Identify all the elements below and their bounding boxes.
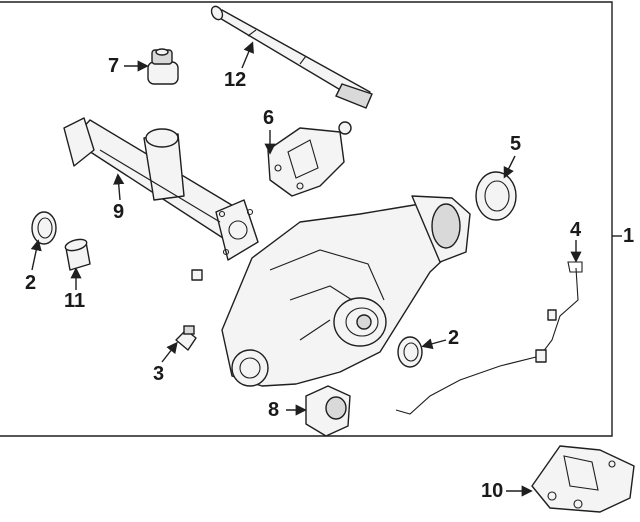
callout-3: 3	[153, 363, 165, 385]
part-11-bushing	[64, 238, 91, 271]
callout-6: 6	[263, 107, 275, 129]
part-3-sensor	[175, 325, 197, 351]
leader-5	[503, 155, 516, 179]
leader-9	[113, 173, 125, 201]
part-5-seal	[475, 171, 517, 221]
callout-10: 10	[481, 480, 504, 502]
part-12-shaft	[210, 5, 373, 109]
callout-8: 8	[268, 399, 280, 421]
callout-12: 12	[224, 69, 247, 91]
leader-2a	[30, 239, 42, 271]
part-8-mount	[305, 385, 351, 437]
callout-2-left: 2	[25, 272, 37, 294]
callout-9: 9	[113, 201, 125, 223]
leader-3	[161, 341, 178, 363]
part-10-bracket	[531, 445, 635, 513]
part-2-seal-left	[31, 211, 57, 245]
callout-7: 7	[108, 55, 120, 77]
callout-4: 4	[570, 219, 582, 241]
part-9-axle-tube	[63, 117, 259, 261]
assembly-frame	[0, 1, 613, 437]
callout-5: 5	[510, 133, 522, 155]
callout-11: 11	[64, 290, 86, 312]
part-6-bracket	[267, 121, 352, 197]
callout-1: 1	[623, 225, 635, 247]
small-clip	[191, 269, 203, 281]
callout-2-right: 2	[448, 327, 460, 349]
part-7-bushing	[147, 48, 179, 85]
leader-12	[241, 41, 254, 69]
part-2-seal-right	[397, 336, 423, 368]
part-1-differential	[221, 195, 471, 387]
leader-2b	[421, 338, 447, 350]
part-4-vent-hose	[395, 261, 583, 415]
